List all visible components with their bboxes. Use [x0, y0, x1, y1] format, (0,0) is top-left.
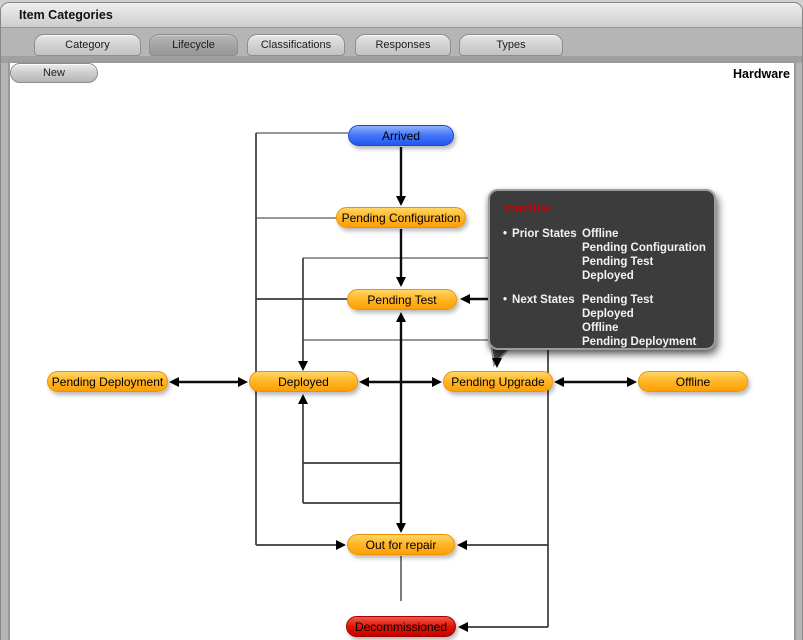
tab-lifecycle[interactable]: Lifecycle	[149, 34, 238, 56]
state-tooltip: Inactive • Prior States Offline Pending C…	[488, 189, 716, 350]
category-name-label: Hardware	[733, 67, 790, 81]
new-button[interactable]: New	[10, 63, 98, 83]
state-node-out-for-repair[interactable]: Out for repair	[347, 534, 455, 555]
tooltip-section-label: Prior States	[512, 228, 577, 240]
tooltip-prior-states-row: • Prior States Offline Pending Configurat…	[503, 227, 706, 283]
bullet-icon: •	[503, 294, 508, 306]
bullet-icon: •	[503, 228, 508, 240]
state-node-pending-configuration[interactable]: Pending Configuration	[336, 207, 466, 228]
state-node-deployed[interactable]: Deployed	[249, 371, 358, 392]
tooltip-next-states-row: • Next States Pending Test Deployed Offli…	[503, 293, 706, 349]
state-node-offline[interactable]: Offline	[638, 371, 748, 392]
state-node-pending-deployment[interactable]: Pending Deployment	[47, 371, 168, 392]
tooltip-next-states-values: Pending Test Deployed Offline Pending De…	[582, 294, 697, 348]
state-node-pending-test[interactable]: Pending Test	[347, 289, 457, 310]
tooltip-prior-states-values: Offline Pending Configuration Pending Te…	[582, 228, 706, 282]
tab-classifications[interactable]: Classifications	[247, 34, 345, 56]
tooltip-title: Inactive	[504, 201, 551, 215]
tab-category[interactable]: Category	[34, 34, 141, 56]
tab-types[interactable]: Types	[459, 34, 563, 56]
state-node-decommissioned[interactable]: Decommissioned	[346, 616, 456, 637]
page-title: Item Categories	[19, 8, 113, 22]
tooltip-section-label: Next States	[512, 294, 575, 306]
tabstrip-divider	[1, 56, 802, 63]
tab-responses[interactable]: Responses	[355, 34, 451, 56]
state-node-arrived[interactable]: Arrived	[348, 125, 454, 146]
state-node-pending-upgrade[interactable]: Pending Upgrade	[443, 371, 553, 392]
window-titlebar: Item Categories	[1, 3, 802, 28]
